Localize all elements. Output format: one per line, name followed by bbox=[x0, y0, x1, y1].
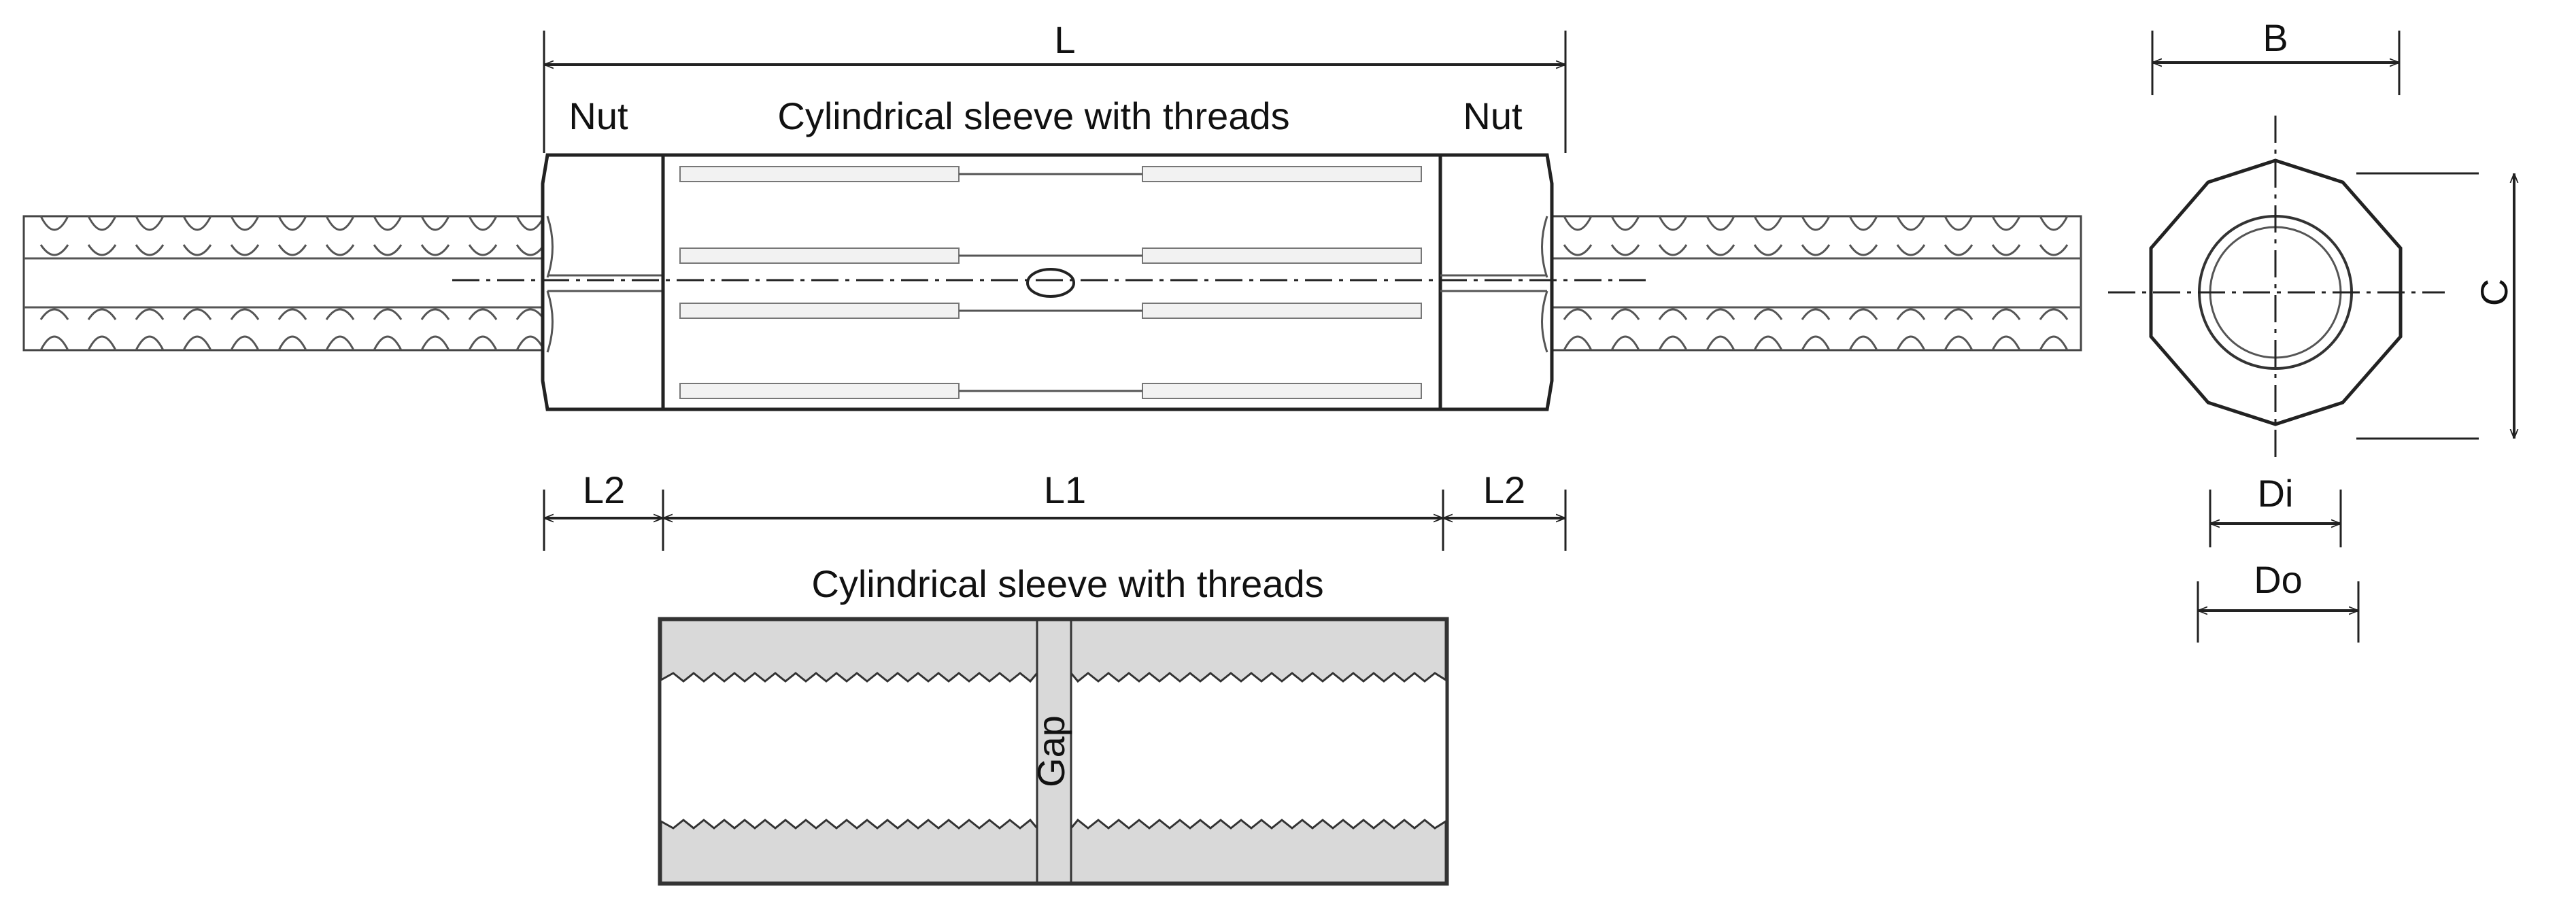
rebar-left-ribs-top bbox=[39, 216, 545, 256]
end-view: B C Di Do bbox=[2108, 16, 2515, 643]
nut-left-label: Nut bbox=[569, 95, 628, 137]
nut-left bbox=[541, 153, 665, 411]
assembly-view: L Nut Cylindrical sleeve with threads Nu… bbox=[22, 18, 2082, 551]
dimension-L1-label: L1 bbox=[1044, 468, 1086, 511]
nut-right-label: Nut bbox=[1463, 95, 1523, 137]
rebar-left-ribs-bottom bbox=[39, 308, 545, 351]
gap-label: Gap bbox=[1030, 715, 1072, 787]
dimension-B-label: B bbox=[2263, 16, 2288, 59]
dimension-L-label: L bbox=[1054, 18, 1075, 61]
dimension-C-label: C bbox=[2473, 279, 2515, 306]
dimension-Do-label: Do bbox=[2254, 558, 2303, 601]
nut-right bbox=[1438, 153, 1554, 411]
sleeve-label-top: Cylindrical sleeve with threads bbox=[777, 95, 1289, 137]
dimension-L2-left-label: L2 bbox=[583, 468, 625, 511]
rebar-right-ribs-top bbox=[1563, 216, 2069, 256]
sleeve-label-bottom: Cylindrical sleeve with threads bbox=[811, 562, 1323, 605]
rebar-left bbox=[22, 215, 549, 352]
sleeve-section-view: Cylindrical sleeve with threads Gap bbox=[658, 562, 1449, 886]
dimension-L2-right-label: L2 bbox=[1483, 468, 1525, 511]
rebar-right-ribs-bottom bbox=[1563, 308, 2069, 351]
sleeve-inspection-hole bbox=[1026, 268, 1075, 298]
dimension-Di-label: Di bbox=[2258, 472, 2294, 515]
dimension-L: L bbox=[543, 18, 1567, 153]
sleeve-body bbox=[661, 153, 1442, 411]
gap-band bbox=[1036, 619, 1072, 884]
rebar-right bbox=[1546, 215, 2082, 352]
dimension-L1-L2: L2 L1 L2 bbox=[543, 468, 1567, 551]
